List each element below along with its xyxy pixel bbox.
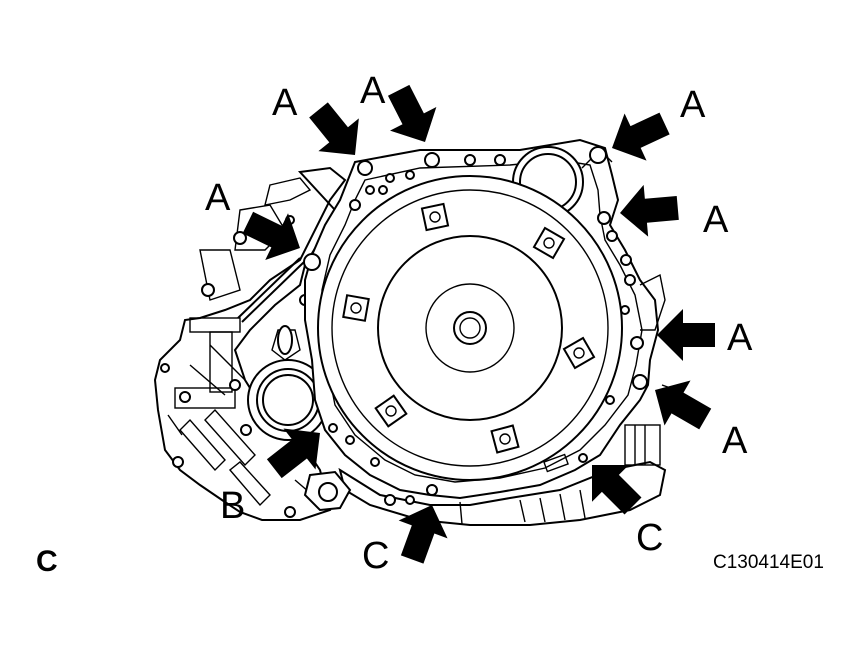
arrow-a2 bbox=[387, 84, 437, 142]
callout-labels: A A A A A A A B C C bbox=[205, 70, 753, 577]
arrow-a5 bbox=[242, 211, 300, 260]
callout-label-a6: A bbox=[727, 317, 753, 359]
callout-label-a2: A bbox=[360, 70, 386, 112]
callout-label-c2: C bbox=[636, 517, 663, 559]
arrows bbox=[242, 84, 715, 564]
callout-label-a3: A bbox=[680, 84, 706, 126]
arrow-a3 bbox=[612, 112, 670, 161]
callout-label-a7: A bbox=[722, 420, 748, 462]
rear-housing bbox=[153, 166, 347, 521]
callout-label-a4: A bbox=[703, 199, 729, 241]
arrow-c2 bbox=[592, 465, 642, 515]
arrow-b1 bbox=[266, 428, 320, 479]
callout-label-a1: A bbox=[272, 82, 298, 124]
arrow-a7 bbox=[655, 380, 712, 430]
arrow-a1 bbox=[309, 102, 359, 155]
callout-label-a5: A bbox=[205, 177, 231, 219]
callout-label-b1: B bbox=[220, 485, 245, 527]
arrow-a6 bbox=[657, 309, 715, 361]
figure-code: C130414E01 bbox=[713, 552, 824, 573]
corner-label: C bbox=[36, 545, 58, 578]
torque-converter bbox=[317, 175, 623, 481]
callout-label-c1: C bbox=[362, 535, 389, 577]
arrow-c1 bbox=[398, 505, 448, 564]
lower-case bbox=[303, 273, 678, 526]
arrow-a4 bbox=[620, 184, 679, 237]
